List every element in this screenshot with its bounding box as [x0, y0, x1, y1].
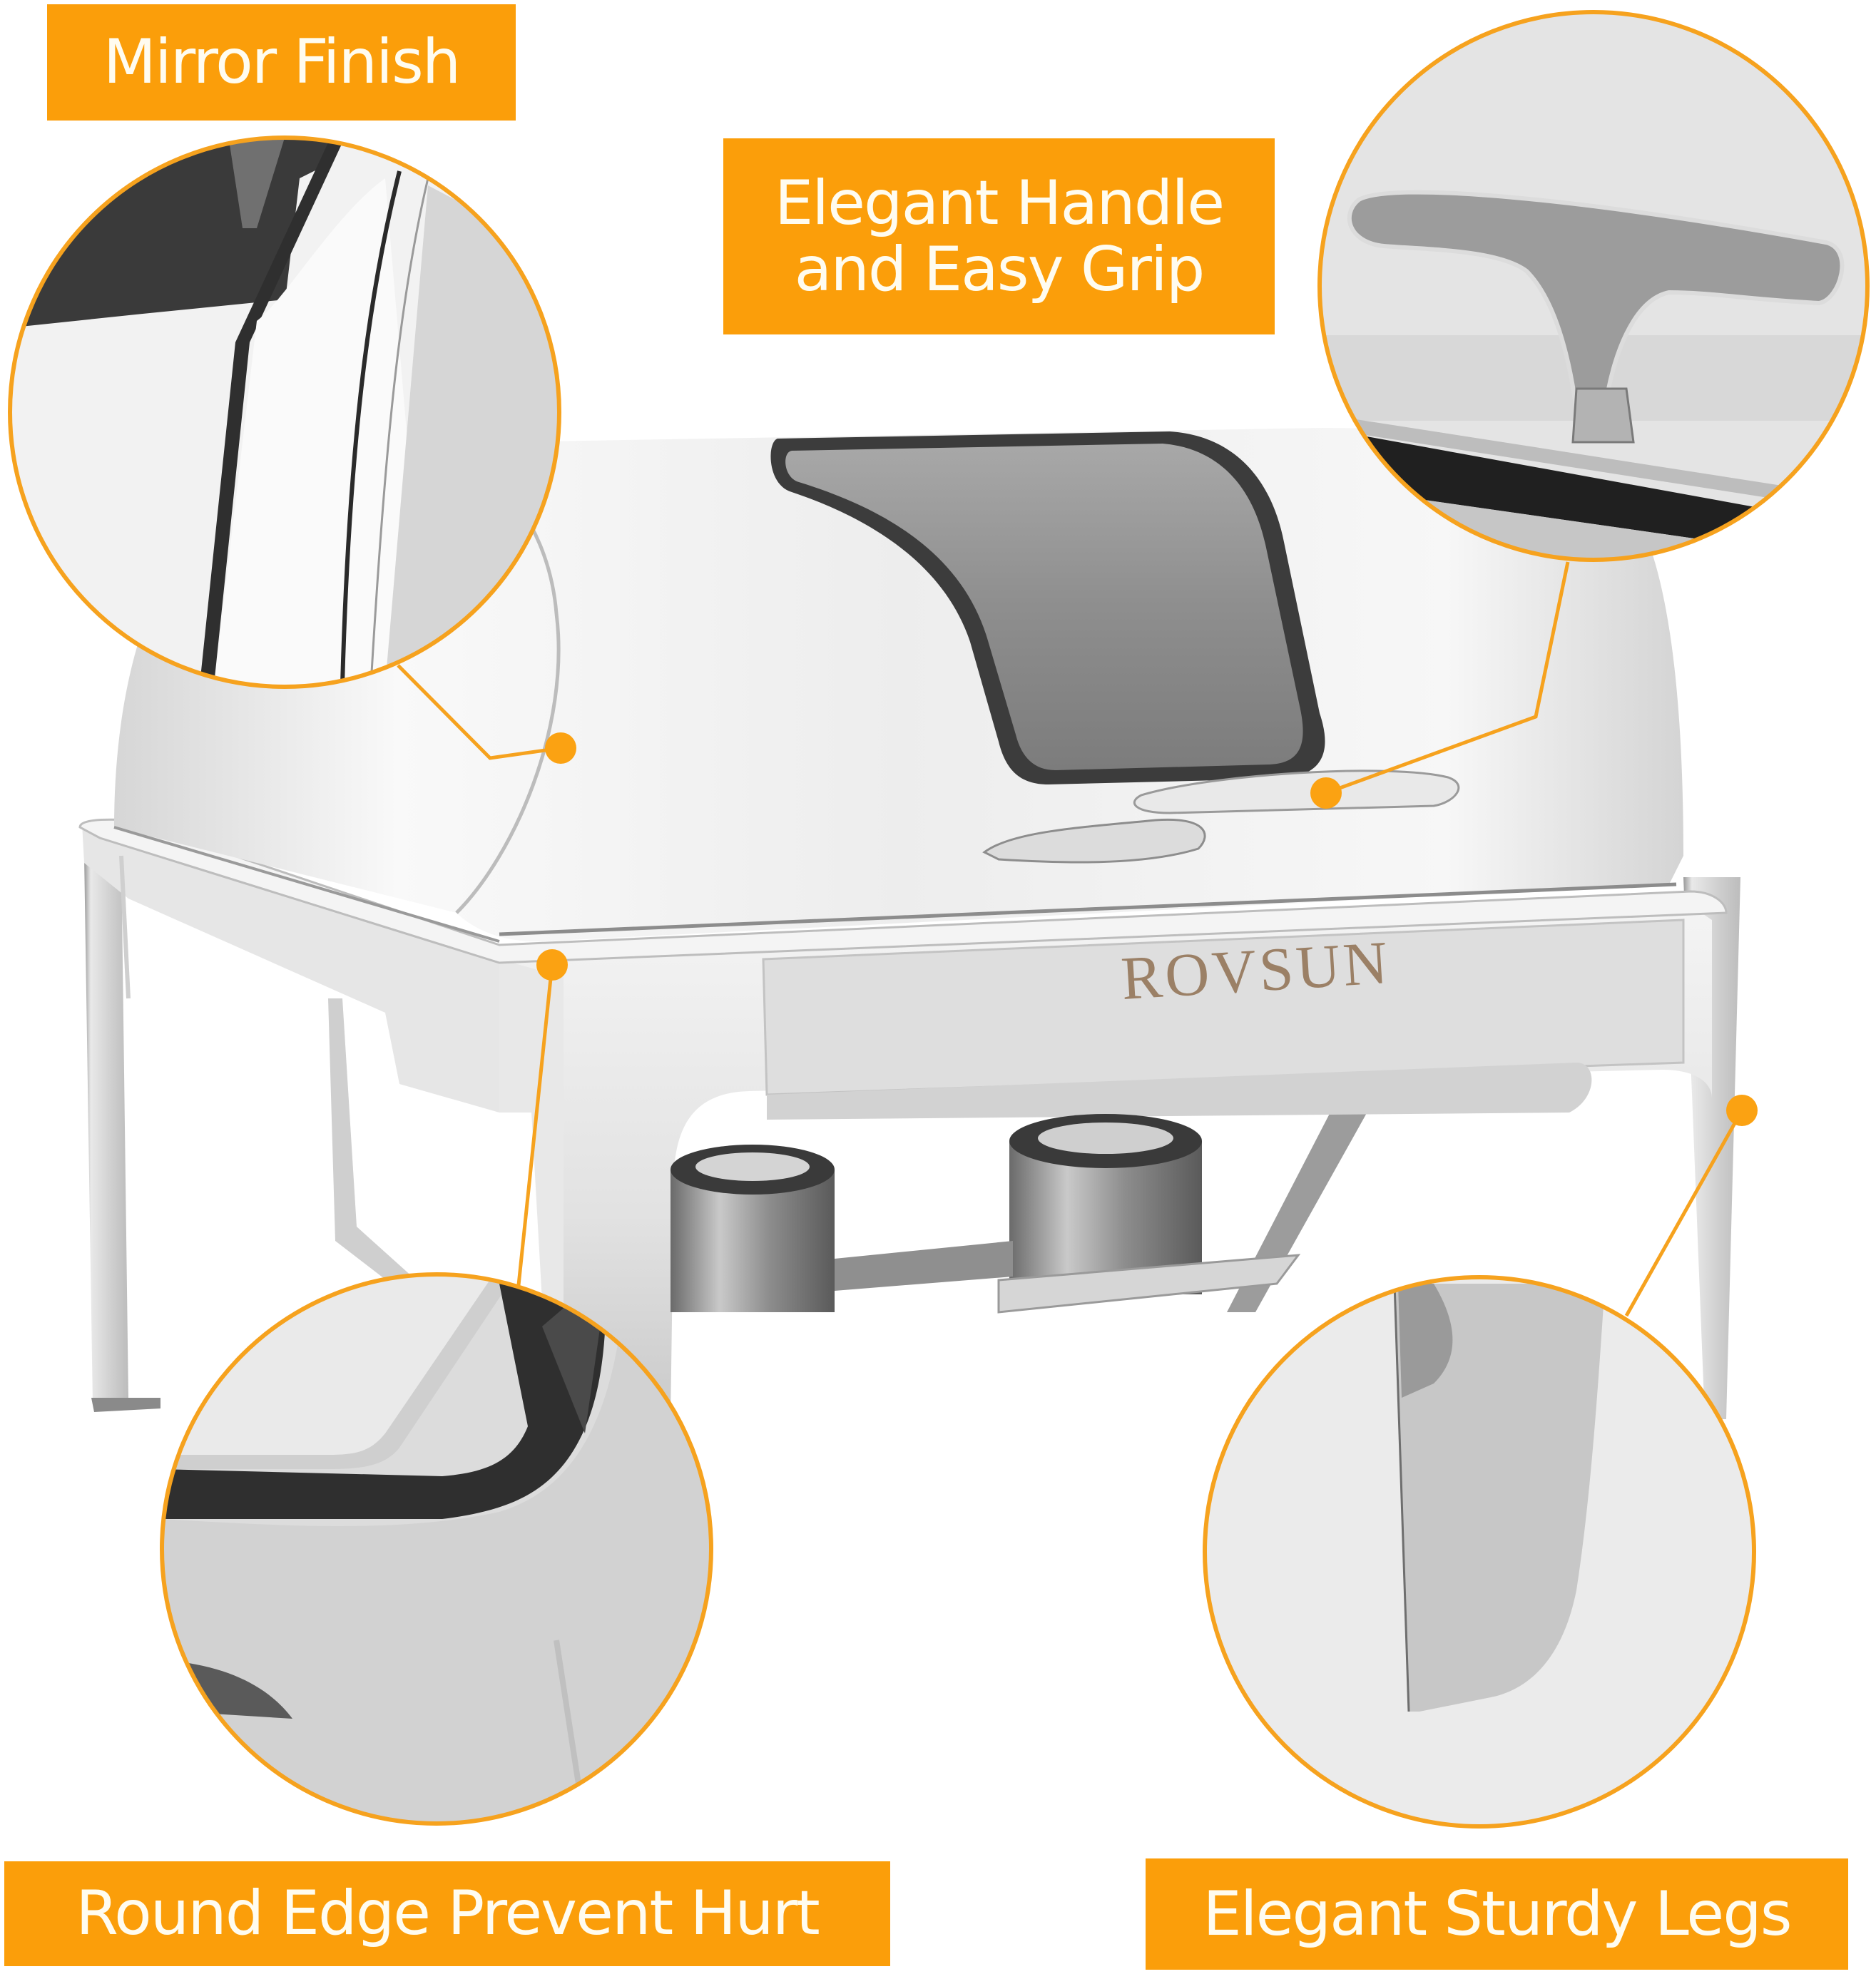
lid-handle: [982, 769, 1460, 864]
round-edge-hotspot-dot[interactable]: [536, 949, 568, 981]
label-sturdy-legs-text: Elegant Sturdy Legs: [1203, 1878, 1792, 1950]
fuel-burner-left: [671, 1145, 835, 1312]
label-round-edge-text: Round Edge Prevent Hurt: [76, 1878, 820, 1950]
label-round-edge: Round Edge Prevent Hurt: [4, 1861, 890, 1966]
chafing-dish: [78, 428, 1740, 1426]
leader-mirror: [397, 664, 576, 764]
leader-legs: [1624, 1095, 1758, 1317]
label-elegant-handle-text: Elegant Handle and Easy Grip: [774, 167, 1225, 305]
legs-hotspot-dot[interactable]: [1726, 1095, 1758, 1126]
mirror-zoom-ring: [8, 135, 561, 689]
leader-round-edge: [516, 949, 568, 1286]
leader-handle: [1310, 561, 1570, 809]
handle-zoom-ring: [1317, 10, 1870, 562]
label-mirror-finish-text: Mirror Finish: [103, 26, 462, 98]
label-mirror-finish: Mirror Finish: [47, 4, 516, 121]
round-edge-zoom-ring: [160, 1272, 713, 1826]
handle-hotspot-dot[interactable]: [1310, 777, 1342, 809]
label-sturdy-legs: Elegant Sturdy Legs: [1146, 1858, 1848, 1970]
legs-zoom: [1206, 1279, 1753, 1825]
round-edge-zoom: [163, 1276, 710, 1822]
viewing-window: [770, 431, 1325, 784]
mirror-hotspot-dot[interactable]: [545, 732, 576, 764]
legs-zoom-ring: [1203, 1275, 1756, 1829]
label-elegant-handle: Elegant Handle and Easy Grip: [723, 138, 1275, 334]
